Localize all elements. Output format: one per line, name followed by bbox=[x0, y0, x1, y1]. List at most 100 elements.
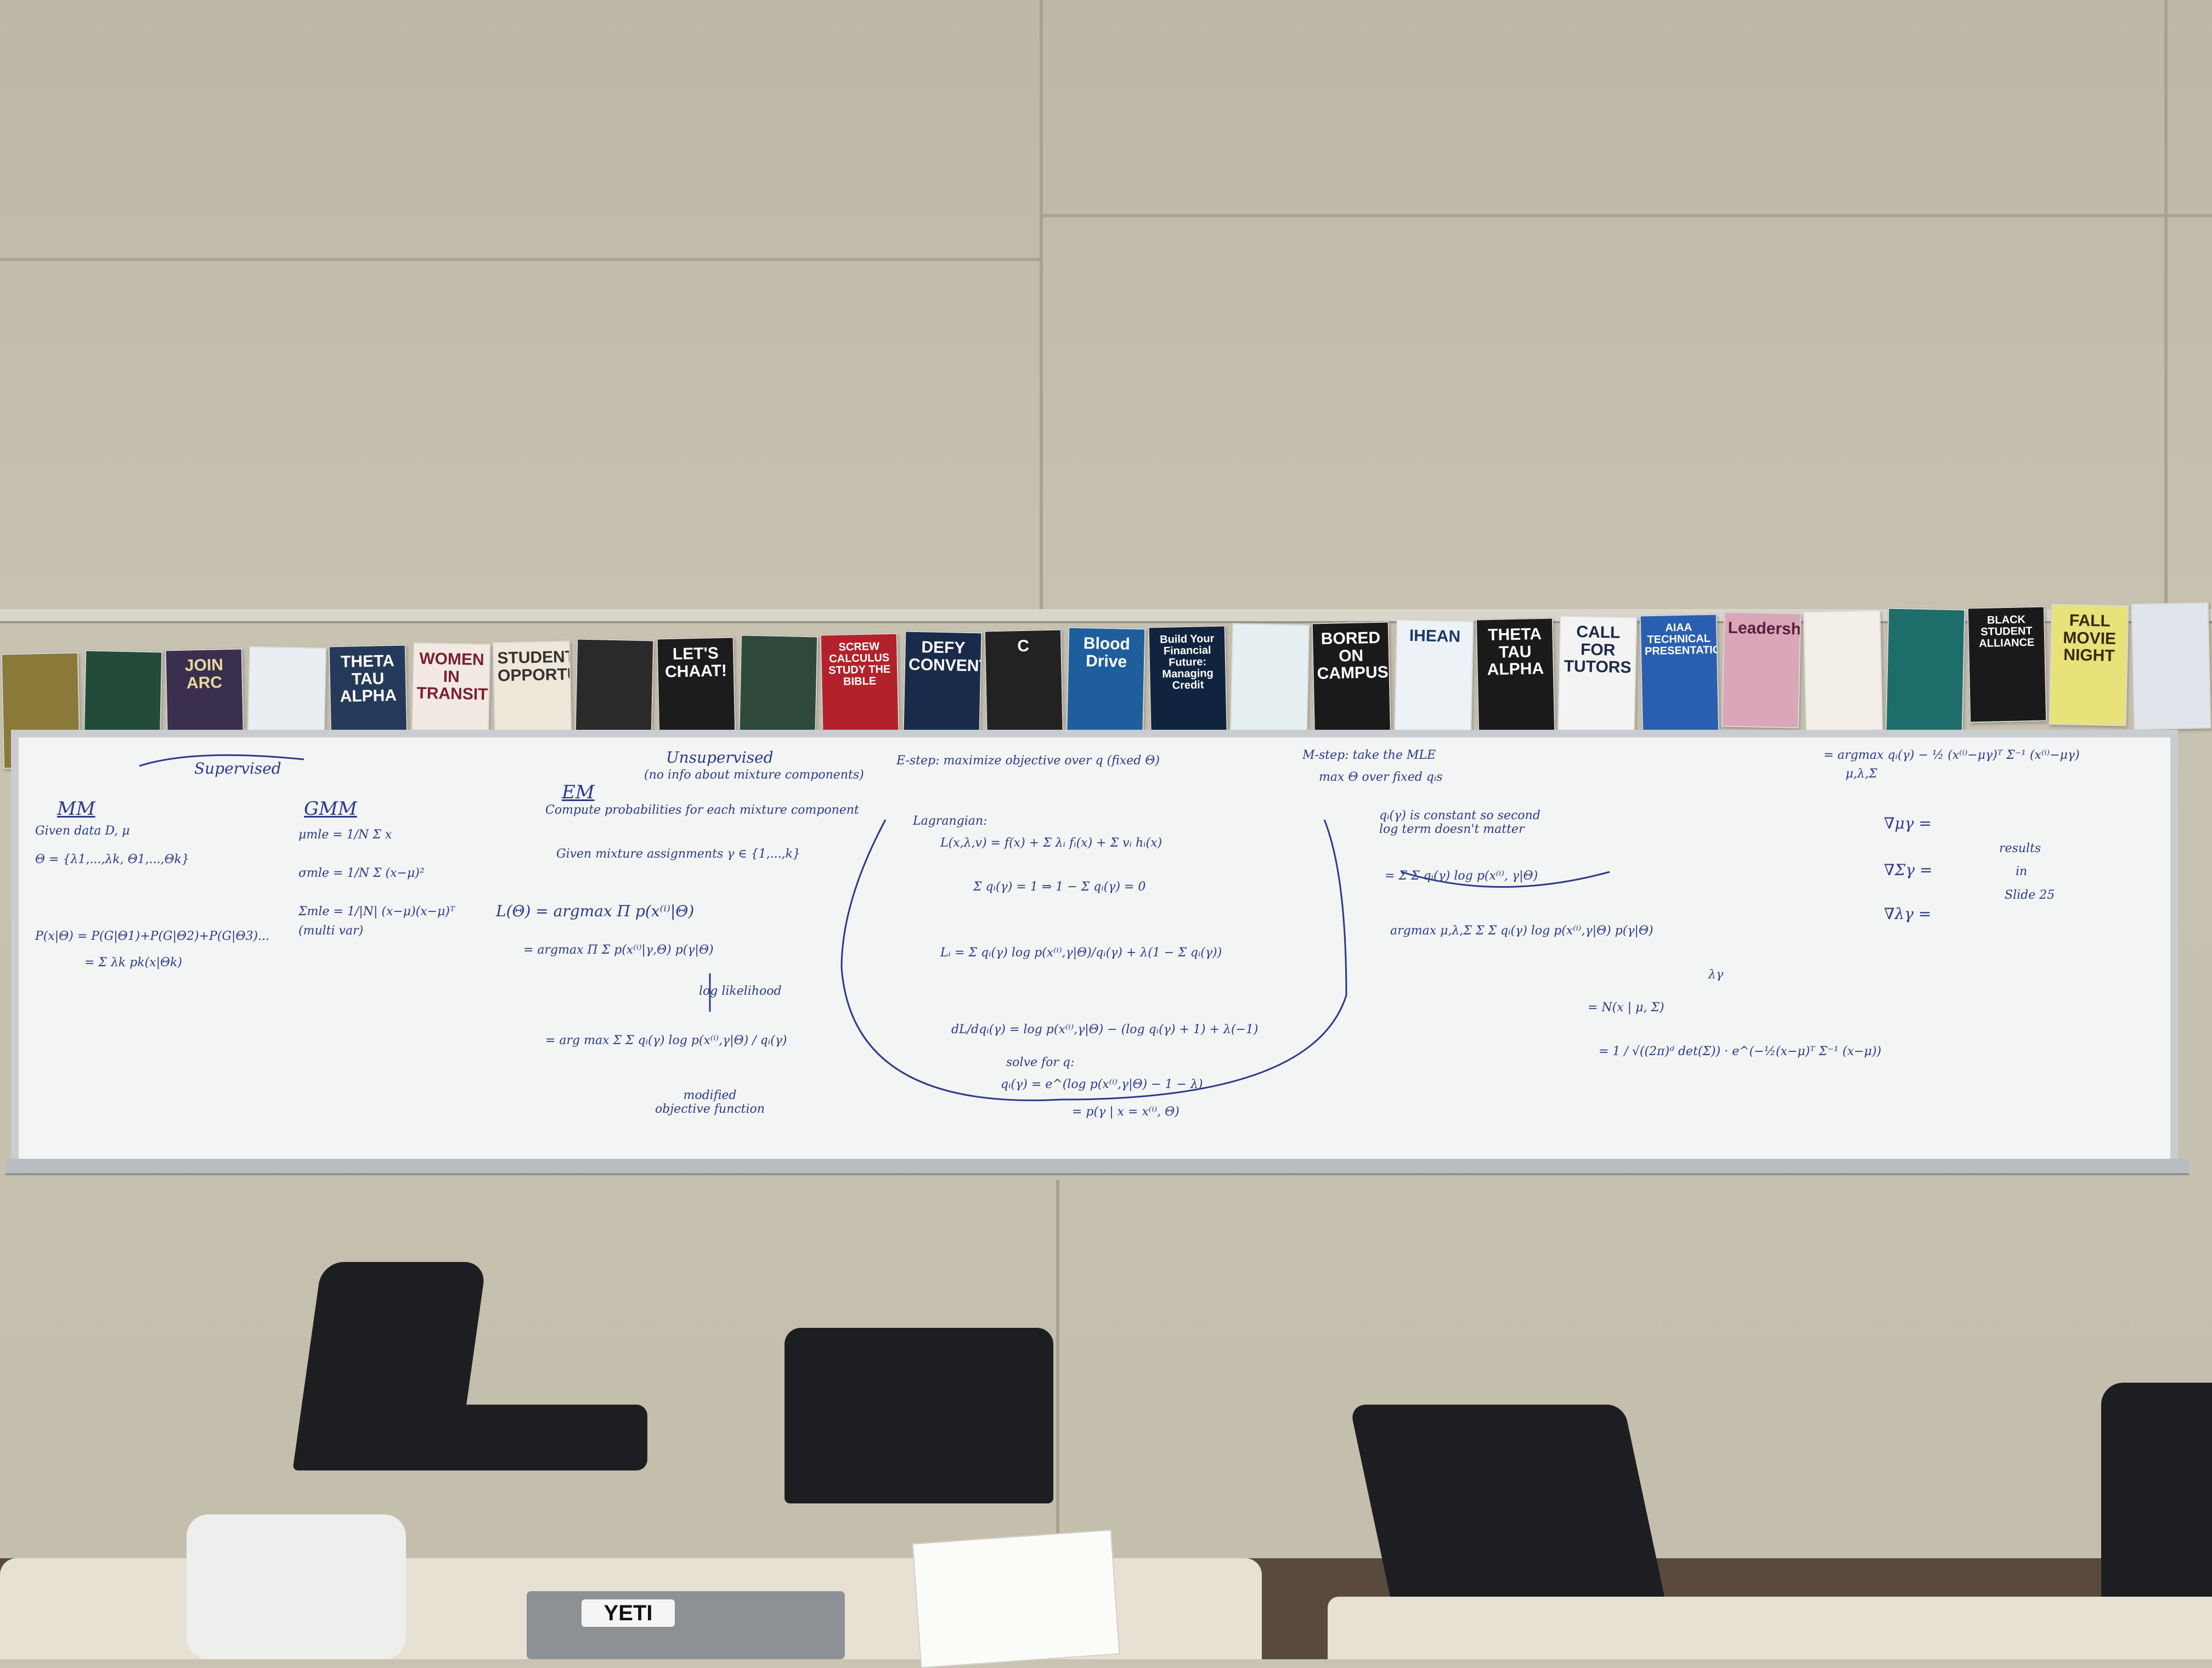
label-supervised: Supervised bbox=[194, 759, 281, 777]
poster: FALL MOVIE NIGHT bbox=[2049, 604, 2129, 726]
gmm-title: GMM bbox=[304, 798, 357, 820]
poster-title: C bbox=[1017, 636, 1030, 656]
laptop bbox=[527, 1591, 845, 1659]
chair bbox=[1349, 1405, 1668, 1613]
poster-title bbox=[2, 653, 78, 668]
poster-title: WOMEN IN TRANSIT bbox=[416, 649, 488, 704]
chair bbox=[785, 1328, 1053, 1503]
gradient-mu: ∇μγ = bbox=[1884, 814, 1932, 832]
solve-label: solve for q: bbox=[1006, 1056, 1075, 1069]
em-compute: Compute probabilities for each mixture c… bbox=[545, 803, 859, 817]
gmm-sigma: σmle = 1/N Σ (x−μ)² bbox=[298, 866, 425, 880]
poster-title: SCREW CALCULUS STUDY THE BIBLE bbox=[828, 640, 891, 688]
poster: BLACK STUDENT ALLIANCE bbox=[1967, 606, 2047, 723]
mm-theta: Θ = {λ1,...,λk, Θ1,...,Θk} bbox=[35, 853, 189, 866]
poster-title: LET'S CHAAT! bbox=[664, 644, 727, 681]
chair bbox=[2101, 1383, 2212, 1613]
poster-title bbox=[86, 651, 162, 666]
whiteboard-tray bbox=[5, 1159, 2189, 1175]
poster-title: JOIN ARC bbox=[184, 656, 223, 692]
poster-title: BLACK STUDENT ALLIANCE bbox=[1979, 613, 2035, 650]
gmm-multi: (multi var) bbox=[298, 924, 364, 938]
poster-title: Leadership bbox=[1728, 618, 1802, 639]
chair bbox=[384, 1405, 647, 1470]
gradient-lambda: ∇λγ = bbox=[1884, 905, 1932, 923]
em-likelihood: L(Θ) = argmax Π p(x⁽ⁱ⁾|Θ) bbox=[496, 902, 695, 920]
mstep-eq: = Σ Σ qᵢ(γ) log p(x⁽ⁱ⁾, γ|Θ) bbox=[1385, 869, 1538, 883]
whiteboard-curves bbox=[139, 754, 1610, 1101]
estep-title: E-step: maximize objective over q (fixed… bbox=[896, 754, 1160, 768]
wall-panel-seam bbox=[0, 258, 1042, 261]
towel bbox=[187, 1514, 406, 1659]
unsupervised-note: (no info about mixture components) bbox=[644, 768, 864, 782]
wall-panel-seam bbox=[1056, 1180, 1059, 1558]
mm-title: MM bbox=[57, 798, 95, 820]
wall-panel-seam bbox=[1042, 214, 2212, 217]
label-unsupervised: Unsupervised bbox=[666, 748, 774, 767]
poster-title bbox=[2132, 604, 2208, 618]
poster-title: Blood Drive bbox=[1083, 634, 1131, 671]
lagrangian-eq: L(x,λ,v) = f(x) + Σ λᵢ fᵢ(x) + Σ vᵢ hᵢ(x… bbox=[940, 836, 1163, 850]
poster-title bbox=[250, 647, 326, 662]
poster-title: DEFY CONVENTION bbox=[908, 638, 983, 676]
lagrangian-constraint: Σ qᵢ(γ) = 1 ⇒ 1 − Σ qᵢ(γ) = 0 bbox=[973, 880, 1146, 894]
em-log-likelihood: log likelihood bbox=[699, 984, 782, 998]
em-title: EM bbox=[562, 781, 595, 803]
desk bbox=[1328, 1597, 2212, 1659]
mm-prob: P(x|Θ) = P(G|Θ1)+P(G|Θ2)+P(G|Θ3)... bbox=[35, 929, 270, 943]
poster-title: Build Your Financial Future: Managing Cr… bbox=[1159, 632, 1215, 692]
em-likelihood-expanded: = argmax Π Σ p(x⁽ⁱ⁾|γ,Θ) p(γ|Θ) bbox=[523, 943, 714, 957]
poster-title: BORED ON CAMPUS? bbox=[1317, 628, 1392, 683]
mstep-title: M-step: take the MLE bbox=[1302, 748, 1436, 762]
mstep-max: max Θ over fixed qᵢs bbox=[1319, 770, 1443, 784]
right-argmax-sub: μ,λ,Σ bbox=[1846, 767, 1877, 781]
em-argmax: = arg max Σ Σ qᵢ(γ) log p(x⁽ⁱ⁾,γ|Θ) / qᵢ… bbox=[545, 1034, 787, 1047]
poster-title bbox=[1804, 611, 1880, 626]
solve-result: = p(γ | x = x⁽ⁱ⁾, Θ) bbox=[1072, 1105, 1180, 1119]
normal-formula: = 1 / √((2π)ᵈ det(Σ)) · e^(−½(x−μ)ᵀ Σ⁻¹ … bbox=[1599, 1045, 1882, 1058]
poster-title: THETA TAU ALPHA bbox=[1487, 624, 1544, 679]
gmm-Sigma: Σmle = 1/|N| (x−μ)(x−μ)ᵀ bbox=[298, 905, 455, 918]
lagrangian-Li: Lᵢ = Σ qᵢ(γ) log p(x⁽ⁱ⁾,γ|Θ)/qᵢ(γ) + λ(1… bbox=[940, 946, 1222, 960]
poster: THETA TAU ALPHA bbox=[1475, 617, 1556, 735]
lagrangian-derivative: dL/dqᵢ(γ) = log p(x⁽ⁱ⁾,γ|Θ) − (log qᵢ(γ)… bbox=[951, 1023, 1259, 1036]
gradient-sigma: ∇Σγ = bbox=[1884, 861, 1933, 879]
em-given: Given mixture assignments γ ∈ {1,...,k} bbox=[556, 847, 800, 861]
wall-panel-seam bbox=[1040, 0, 1043, 609]
normal-dist: = N(x | μ, Σ) bbox=[1588, 1001, 1664, 1015]
poster bbox=[1803, 610, 1883, 732]
em-modified-objective: modified objective function bbox=[655, 1089, 765, 1116]
poster-title: CALL FOR TUTORS bbox=[1564, 623, 1632, 677]
mm-given: Given data D, μ bbox=[35, 824, 130, 838]
poster-title: IHEAN bbox=[1409, 627, 1461, 646]
mstep-lambda: λγ bbox=[1708, 968, 1724, 982]
poster-title: FALL MOVIE NIGHT bbox=[2063, 611, 2117, 665]
poster-title bbox=[1889, 609, 1965, 624]
right-argmax: = argmax qᵢ(γ) − ½ (x⁽ⁱ⁾−μγ)ᵀ Σ⁻¹ (x⁽ⁱ⁾−… bbox=[1824, 748, 2080, 762]
poster bbox=[1229, 623, 1310, 740]
mstep-note: qᵢ(γ) is constant so second log term doe… bbox=[1379, 809, 1541, 836]
poster-title: AIAA TECHNICAL PRESENTATION bbox=[1644, 621, 1720, 658]
results-label: results bbox=[1999, 842, 2041, 855]
poster-title: STUDENT OPPORTUNITY bbox=[497, 647, 573, 685]
whiteboard: Supervised Unsupervised (no info about m… bbox=[11, 730, 2178, 1169]
mstep-argmax: argmax μ,λ,Σ Σ Σ qᵢ(γ) log p(x⁽ⁱ⁾,γ|Θ) p… bbox=[1390, 924, 1654, 938]
poster bbox=[1885, 607, 1966, 736]
poster-title bbox=[742, 636, 817, 651]
wall-panel-seam bbox=[2164, 0, 2168, 609]
poster-title bbox=[1233, 624, 1309, 639]
poster: C bbox=[984, 629, 1064, 746]
poster: CALL FOR TUTORS bbox=[1558, 615, 1638, 738]
poster-title bbox=[578, 640, 653, 655]
poster: IHEAN bbox=[1393, 619, 1474, 747]
lagrangian-label: Lagrangian: bbox=[913, 814, 988, 828]
poster: AIAA TECHNICAL PRESENTATION bbox=[1639, 613, 1720, 742]
solve-eq: qᵢ(γ) = e^(log p(x⁽ⁱ⁾,γ|Θ) − 1 − λ) bbox=[1001, 1078, 1203, 1091]
poster: BORED ON CAMPUS? bbox=[1312, 621, 1392, 744]
results-slide: Slide 25 bbox=[2005, 888, 2055, 902]
results-in: in bbox=[2016, 865, 2028, 878]
notebook bbox=[912, 1529, 1120, 1668]
mm-sum: = Σ λk pk(x|Θk) bbox=[84, 956, 183, 970]
laptop-sticker: YETI bbox=[582, 1599, 675, 1627]
poster bbox=[2131, 602, 2211, 730]
